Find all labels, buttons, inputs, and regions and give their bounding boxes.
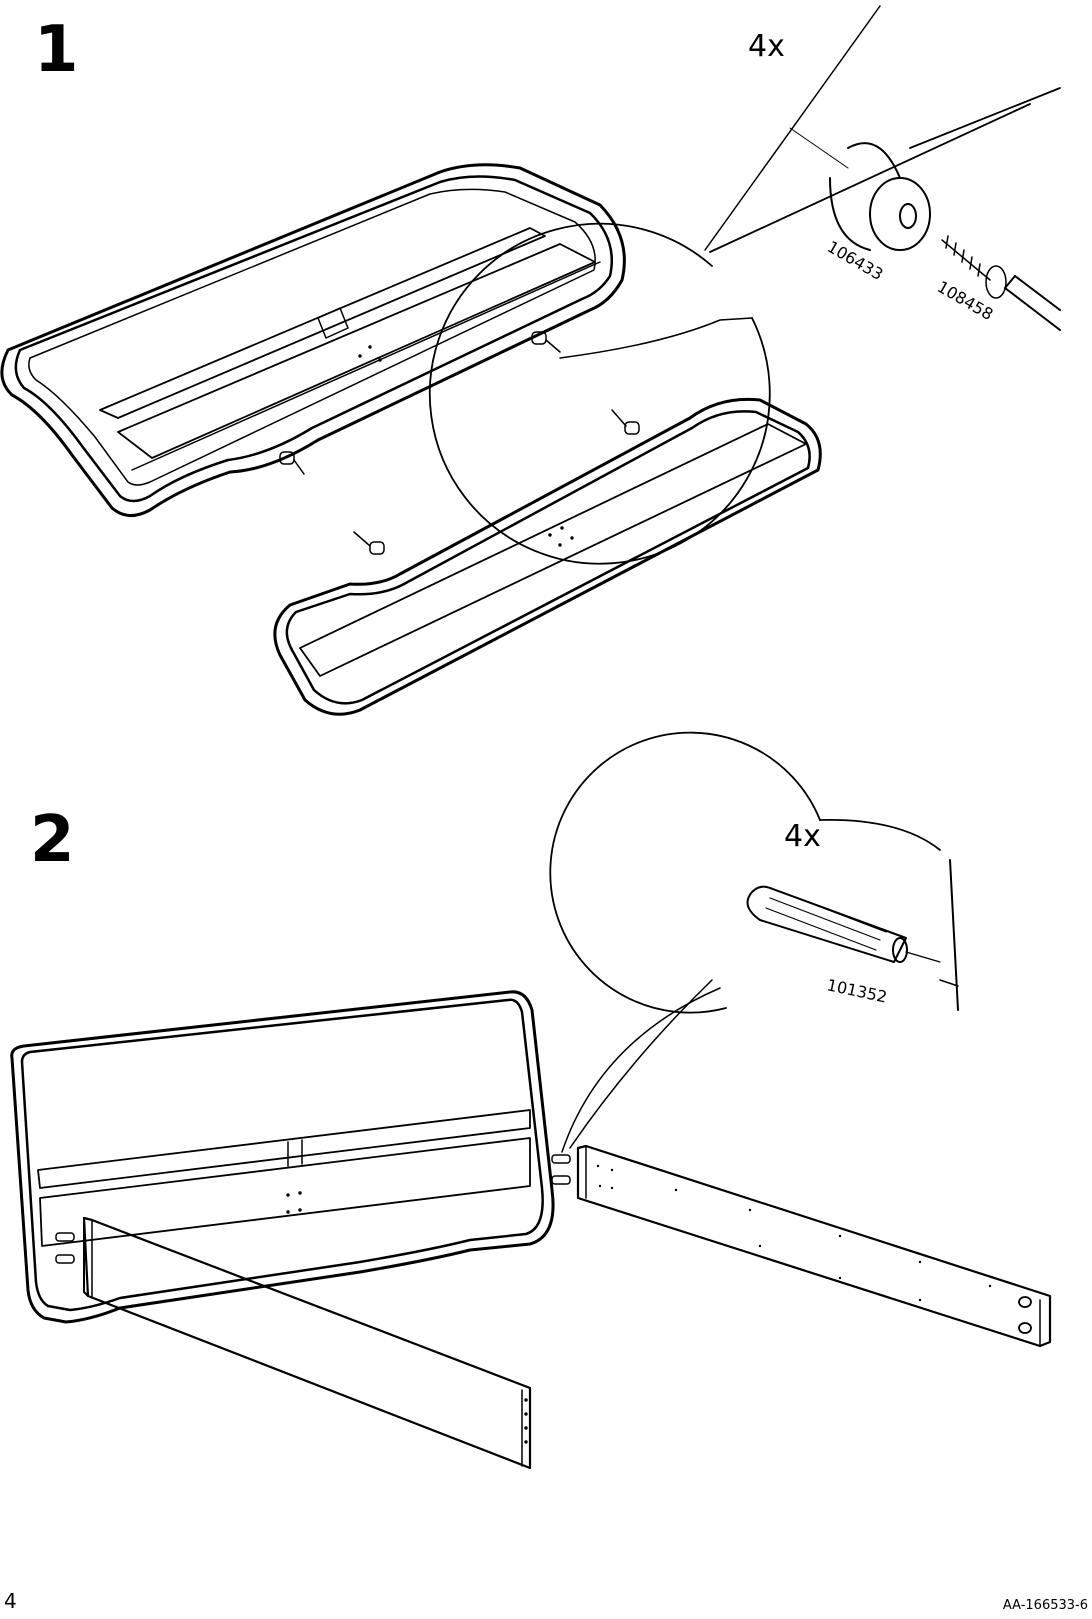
side-rail-icon bbox=[578, 1146, 1050, 1346]
headboard-frame-icon bbox=[12, 992, 553, 1322]
spacer-screw-icon bbox=[280, 332, 639, 554]
spacer-icon bbox=[790, 128, 930, 250]
dowel-detail-icon bbox=[748, 887, 941, 962]
footboard-frame-icon bbox=[275, 399, 820, 714]
side-rail-icon bbox=[84, 1218, 530, 1468]
bed-frame-end-icon bbox=[2, 165, 625, 516]
detail-callout-2 bbox=[550, 733, 958, 1152]
part-label-101352: 101352 bbox=[825, 975, 889, 1006]
part-label-108458: 108458 bbox=[934, 277, 996, 324]
screwdriver-icon bbox=[1005, 276, 1060, 330]
document-code: AA-166533-6 bbox=[1003, 1598, 1088, 1613]
page-number: 4 bbox=[4, 1589, 17, 1613]
detail-callout-1 bbox=[430, 6, 1060, 564]
